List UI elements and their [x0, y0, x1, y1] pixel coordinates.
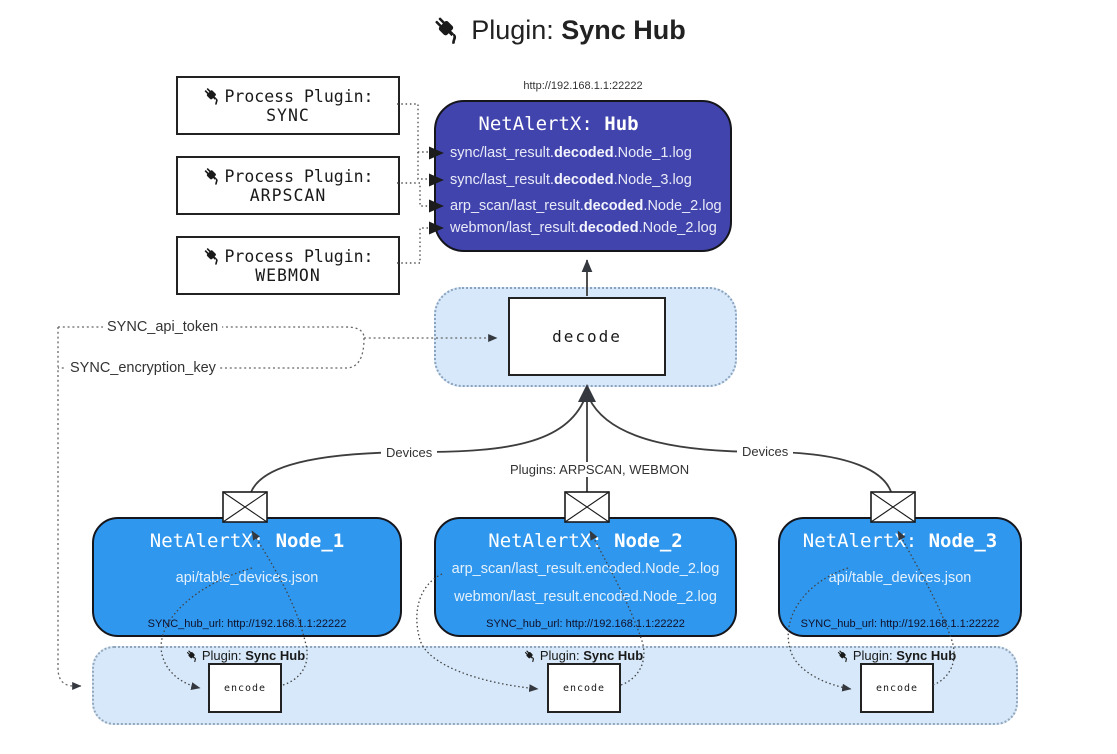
- node-title-name: Node_2: [614, 530, 683, 552]
- edge-label-devices-right: Devices: [737, 444, 794, 459]
- hub-log-bold: decoded: [553, 145, 614, 161]
- process-plugin-name: ARPSCAN: [249, 186, 327, 205]
- hub-log-pre: sync/last_result.: [450, 172, 554, 188]
- encode-box: encode: [208, 663, 282, 713]
- node-title-name: Node_1: [275, 530, 345, 552]
- hub-log-post: .Node_2.log: [638, 220, 717, 236]
- envelope-icon: [222, 491, 268, 528]
- process-plugin-label: Process Plugin:: [224, 166, 374, 186]
- process-plugin-label: Process Plugin:: [224, 86, 374, 106]
- node-1-file: api/table_devices.json: [175, 570, 319, 586]
- process-plugin-name: SYNC: [266, 106, 310, 125]
- hub-log-bold: decoded: [583, 198, 644, 214]
- edge-label-plugins-middle: Plugins: ARPSCAN, WEBMON: [505, 462, 695, 477]
- plug-icon: [836, 649, 850, 663]
- band-plugin-text: Plugin: Sync Hub: [853, 648, 956, 663]
- page-title-name: Sync Hub: [561, 14, 686, 45]
- band-plugin-label: Plugin: Sync Hub: [518, 648, 648, 663]
- band-plugin-label: Plugin: Sync Hub: [831, 648, 961, 663]
- node-title-name: Node_3: [928, 530, 998, 552]
- band-plugin-text: Plugin: Sync Hub: [540, 648, 643, 663]
- hub-box: [434, 100, 732, 252]
- page-title-text: Plugin: Sync Hub: [471, 15, 686, 46]
- node-2-file: arp_scan/last_result.encoded.Node_2.log: [451, 561, 720, 577]
- envelope-icon: [564, 491, 610, 528]
- band-plugin-name: Sync Hub: [245, 648, 306, 663]
- encode-box: encode: [547, 663, 621, 713]
- hub-log-line: sync/last_result.decoded.Node_3.log: [450, 172, 730, 189]
- hub-log-bold: decoded: [553, 172, 614, 188]
- node-title-prefix: NetAlertX:: [802, 530, 929, 552]
- process-plugin-arpscan: Process Plugin: ARPSCAN: [176, 156, 400, 215]
- node-title-prefix: NetAlertX:: [488, 530, 615, 552]
- hub-title-prefix: NetAlertX:: [478, 113, 605, 135]
- page-title-prefix: Plugin:: [471, 14, 562, 45]
- encode-box: encode: [860, 663, 934, 713]
- band-plugin-text: Plugin: Sync Hub: [202, 648, 305, 663]
- process-plugin-label: Process Plugin:: [224, 246, 374, 266]
- hub-log-post: .Node_3.log: [613, 172, 692, 188]
- node-2-file: webmon/last_result.encoded.Node_2.log: [454, 589, 717, 605]
- process-plugin-sync: Process Plugin: SYNC: [176, 76, 400, 135]
- hub-log-pre: sync/last_result.: [450, 145, 554, 161]
- node-3-title: NetAlertX: Node_3: [778, 530, 1022, 552]
- nodes-to-decode-curves: [248, 397, 894, 503]
- hub-title-name: Hub: [604, 113, 639, 135]
- plug-icon: [202, 246, 222, 266]
- process-plugin-name: WEBMON: [255, 266, 321, 285]
- plug-icon: [202, 86, 222, 106]
- hub-log-bold: decoded: [578, 220, 639, 236]
- hub-url: http://192.168.1.1:22222: [523, 80, 643, 92]
- band-plugin-prefix: Plugin:: [201, 648, 246, 663]
- hub-log-line: webmon/last_result.decoded.Node_2.log: [450, 220, 730, 237]
- node-3-hub-url: SYNC_hub_url: http://192.168.1.1:22222: [800, 618, 1000, 630]
- process-plugin-webmon: Process Plugin: WEBMON: [176, 236, 400, 295]
- node-3-file: api/table_devices.json: [828, 570, 972, 586]
- band-plugin-prefix: Plugin:: [539, 648, 584, 663]
- plug-icon: [185, 649, 199, 663]
- node-2-hub-url: SYNC_hub_url: http://192.168.1.1:22222: [486, 618, 685, 630]
- hub-log-line: arp_scan/last_result.decoded.Node_2.log: [450, 198, 730, 215]
- hub-log-pre: webmon/last_result.: [450, 220, 579, 236]
- band-plugin-label: Plugin: Sync Hub: [180, 648, 310, 663]
- plug-icon: [431, 14, 463, 46]
- plug-icon: [523, 649, 537, 663]
- node-title-prefix: NetAlertX:: [149, 530, 276, 552]
- node-1-hub-url: SYNC_hub_url: http://192.168.1.1:22222: [147, 618, 347, 630]
- sync-encryption-key-label: SYNC_encryption_key: [66, 360, 220, 376]
- band-plugin-prefix: Plugin:: [852, 648, 897, 663]
- hub-log-post: .Node_2.log: [643, 198, 722, 214]
- band-plugin-name: Sync Hub: [583, 648, 644, 663]
- decode-box: decode: [508, 297, 666, 376]
- page-title: Plugin: Sync Hub: [0, 14, 1117, 46]
- hub-log-post: .Node_1.log: [613, 145, 692, 161]
- node-2-title: NetAlertX: Node_2: [434, 530, 737, 552]
- sync-api-token-label: SYNC_api_token: [103, 319, 223, 335]
- hub-log-pre: arp_scan/last_result.: [450, 198, 584, 214]
- edge-label-devices-left: Devices: [381, 445, 438, 460]
- hub-title: NetAlertX: Hub: [0, 113, 1117, 135]
- band-plugin-name: Sync Hub: [896, 648, 957, 663]
- node-1-title: NetAlertX: Node_1: [92, 530, 402, 552]
- envelope-icon: [870, 491, 916, 528]
- plug-icon: [202, 166, 222, 186]
- hub-log-line: sync/last_result.decoded.Node_1.log: [450, 145, 730, 162]
